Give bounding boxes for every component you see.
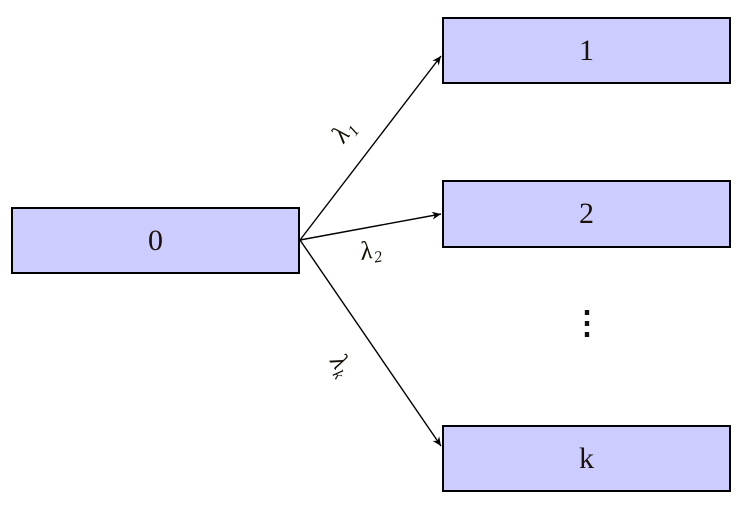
state-node-2: 2 <box>442 180 731 248</box>
state-node-1: 1 <box>442 17 731 84</box>
vertical-ellipsis: ⋮ <box>571 304 603 341</box>
state-node-k: k <box>442 425 731 492</box>
edge-label-lambda-1: λ1 <box>325 115 363 149</box>
arrow-0-to-k <box>299 239 442 447</box>
state-node-k-label: k <box>579 441 594 475</box>
state-node-0: 0 <box>11 207 300 274</box>
arrow-0-to-1 <box>299 55 442 241</box>
edge-label-lambda-2: λ2 <box>358 235 384 269</box>
state-node-1-label: 1 <box>579 33 594 67</box>
state-node-2-label: 2 <box>579 197 594 230</box>
state-node-0-label: 0 <box>148 223 163 257</box>
edge-label-lambda-k: λk <box>322 349 357 383</box>
lambda-subscript: 2 <box>372 247 384 267</box>
